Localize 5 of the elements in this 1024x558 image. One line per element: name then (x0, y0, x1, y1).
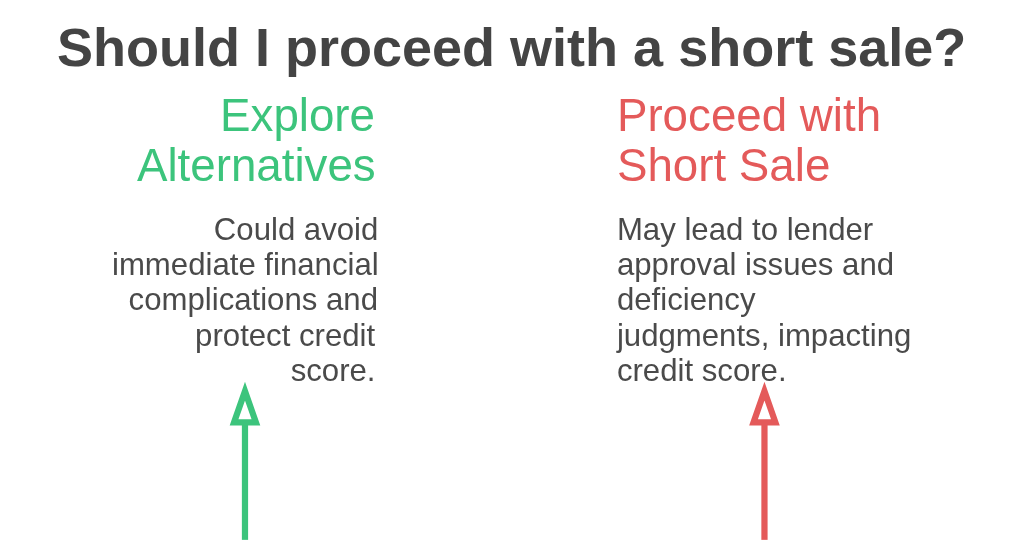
arrow (229, 381, 261, 540)
node-text: Explore Alternatives Could avoid immediate financial complications and protect credit score. (112, 89, 379, 389)
arrow (749, 381, 780, 540)
diagram-title: Should I proceed with a short sale? (56, 16, 967, 77)
node-text: Proceed with Short Sale May lead to lender approval issues and deficiency judgments, impacting credit score. (616, 89, 912, 389)
